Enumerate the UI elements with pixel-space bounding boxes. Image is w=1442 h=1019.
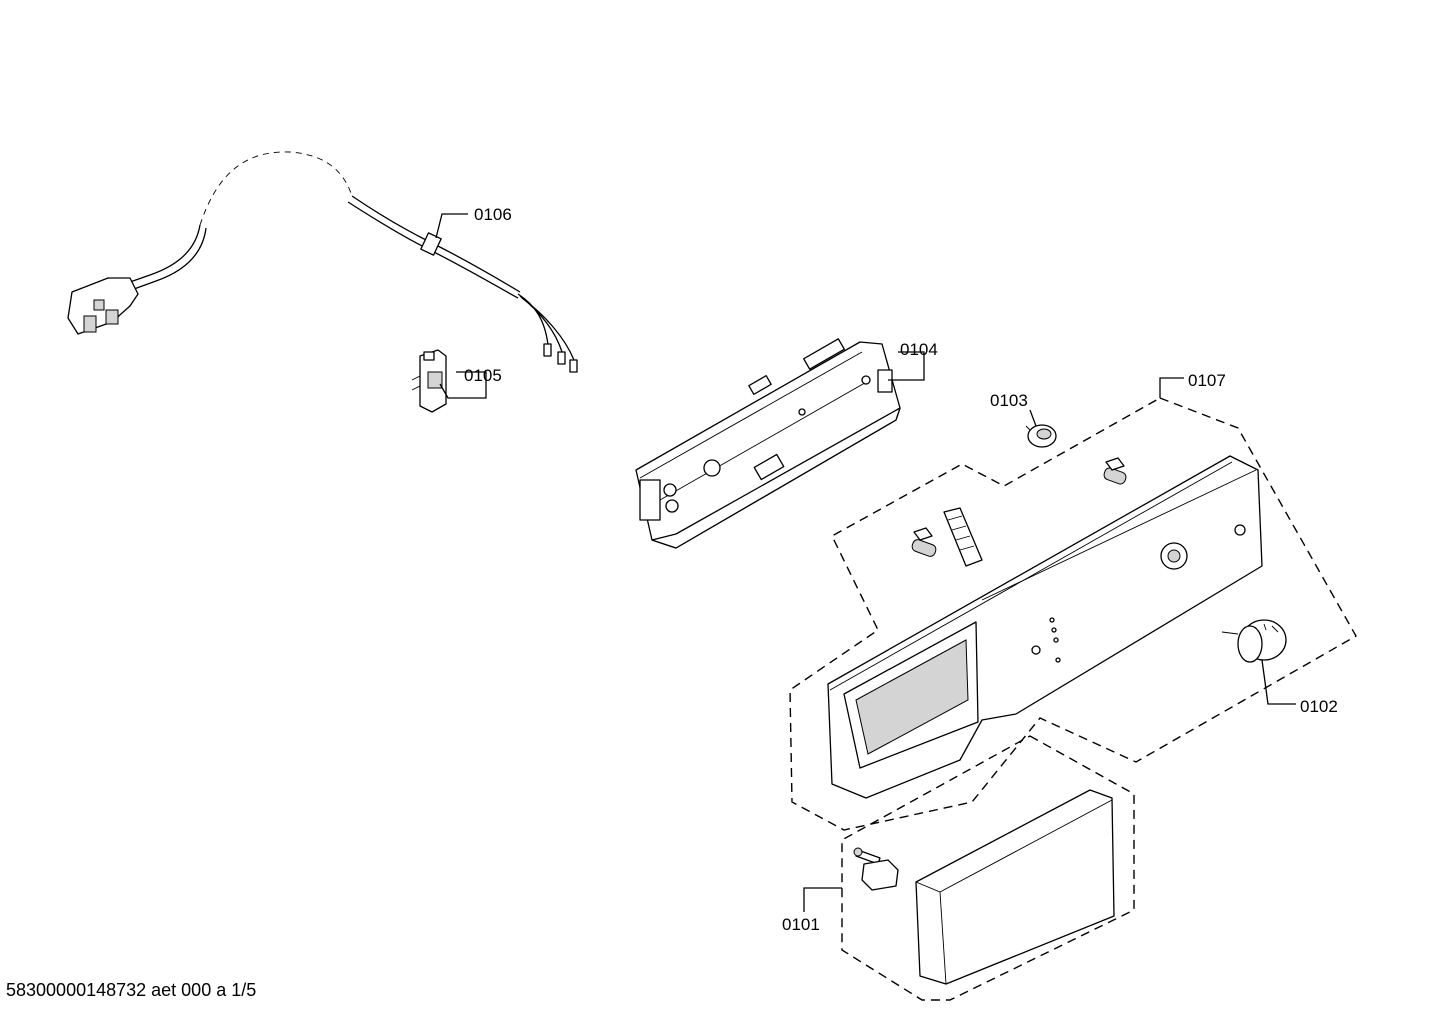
button-strip-part <box>943 507 983 567</box>
program-selector-cap <box>1025 424 1057 448</box>
document-reference: 58300000148732 aet 000 a 1/5 <box>6 980 257 1000</box>
group-0101-outline <box>841 735 1135 1001</box>
cable-clip <box>411 349 447 413</box>
group-0107-outline <box>789 397 1357 831</box>
drawer-handle <box>915 789 1115 985</box>
control-module-housing <box>635 338 901 549</box>
plug-icon <box>67 277 139 335</box>
callout-0103: 0103 <box>990 391 1028 410</box>
leader-lines <box>435 213 1296 912</box>
callout-0101: 0101 <box>782 915 820 934</box>
control-panel-fascia <box>827 455 1263 799</box>
callout-0106: 0106 <box>474 205 512 224</box>
callout-0104: 0104 <box>900 340 938 359</box>
selector-knob <box>1221 619 1287 663</box>
callout-0102: 0102 <box>1300 697 1338 716</box>
power-cord <box>129 151 578 373</box>
light-pipe-part <box>911 527 937 557</box>
callout-0107: 0107 <box>1188 371 1226 390</box>
hinge-bracket <box>861 859 899 891</box>
callout-0105: 0105 <box>464 366 502 385</box>
light-pipe-part <box>1103 457 1127 485</box>
